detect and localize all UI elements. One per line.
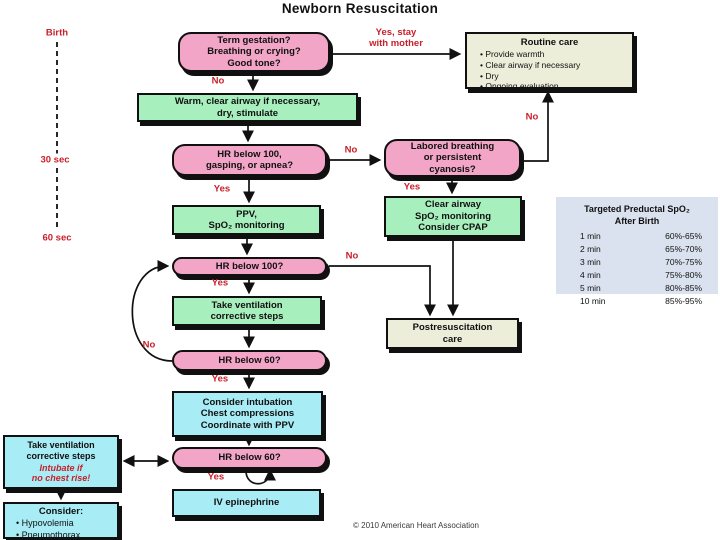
spo2-range: 85%-95% [665, 295, 702, 306]
label-yes-labored: Yes [403, 181, 421, 193]
labored-breathing-box: Labored breathing or persistent cyanosis… [384, 139, 521, 177]
label-no-hr100g: No [344, 144, 358, 156]
hr-below-60-second-box: HR below 60? [172, 447, 327, 469]
label-yes-hr100g: Yes [213, 183, 231, 195]
page-title: Newborn Resuscitation [281, 1, 439, 16]
spo2-time: 1 min [580, 230, 601, 241]
ventilation-corrective-intubate-text: Take ventilation corrective steps [26, 439, 96, 461]
routine-care-item: Clear airway if necessary [473, 60, 626, 71]
label-no-hr60a: No [142, 339, 156, 351]
spo2-table-row: 2 min 65%-70% [564, 242, 710, 255]
ventilation-corrective-intubate-box: Take ventilation corrective steps Intuba… [3, 435, 119, 489]
spo2-range: 75%-80% [665, 269, 702, 280]
routine-care-box: Routine care Provide warmth Clear airway… [465, 32, 634, 92]
label-no-labored: No [525, 111, 539, 123]
label-no-hr100: No [345, 250, 359, 262]
spo2-table-row: 3 min 70%-75% [564, 255, 710, 268]
label-yes-hr60a: Yes [211, 373, 229, 385]
timeline-60sec-label: 60 sec [40, 231, 74, 245]
arrow-labored-no-to-routine [523, 90, 554, 162]
warm-dry-stimulate-box: Warm, clear airway if necessary, dry, st… [137, 93, 358, 122]
ppv-spo2-monitoring-box: PPV, SpO₂ monitoring [172, 205, 321, 235]
hr-below-60-first-box: HR below 60? [172, 350, 327, 371]
routine-care-item: Dry [473, 71, 626, 82]
copyright-text: © 2010 American Heart Association [353, 521, 479, 530]
term-gestation-box: Term gestation? Breathing or crying? Goo… [178, 32, 330, 72]
ventilation-corrective-box: Take ventilation corrective steps [172, 296, 322, 326]
consider-title: Consider: [38, 506, 84, 517]
hr-below-100-box: HR below 100? [172, 257, 327, 276]
arrow-hr100-no-to-postres [329, 265, 436, 317]
hr-below-100-gasping-box: HR below 100, gasping, or apnea? [172, 144, 327, 176]
label-yes-stay-with-mother: Yes, stay with mother [369, 27, 423, 49]
spo2-table-row: 4 min 75%-80% [564, 268, 710, 281]
spo2-range: 65%-70% [665, 243, 702, 254]
spo2-table-title: Targeted Preductal SpO₂ [584, 204, 690, 214]
consider-hypovolemia-box: Consider: Hypovolemia Pneumothorax [3, 502, 119, 540]
spo2-table-subtitle: After Birth [614, 215, 660, 226]
label-yes-hr60b: Yes [207, 471, 225, 483]
spo2-time: 10 min [580, 295, 606, 306]
consider-item: Hypovolemia [9, 518, 113, 529]
spo2-table-row: 10 min 85%-95% [564, 294, 710, 307]
spo2-time: 5 min [580, 282, 601, 293]
label-yes-hr100: Yes [211, 277, 229, 289]
consider-item: Pneumothorax [9, 530, 113, 540]
spo2-range: 70%-75% [665, 256, 702, 267]
postresuscitation-box: Postresuscitation care [386, 318, 519, 349]
routine-care-item: Ongoing evaluation [473, 81, 626, 92]
label-no-term: No [211, 75, 225, 87]
spo2-time: 4 min [580, 269, 601, 280]
spo2-table-row: 5 min 80%-85% [564, 281, 710, 294]
spo2-target-table: Targeted Preductal SpO₂ After Birth 1 mi… [556, 197, 718, 306]
routine-care-title: Routine care [520, 37, 579, 48]
spo2-table-row: 1 min 60%-65% [564, 229, 710, 242]
clear-airway-cpap-box: Clear airway SpO₂ monitoring Consider CP… [384, 196, 522, 237]
intubate-warning-text: Intubate if no chest rise! [31, 462, 91, 484]
timeline-30sec-label: 30 sec [38, 153, 72, 167]
spo2-time: 3 min [580, 256, 601, 267]
timeline-birth-label: Birth [43, 26, 71, 40]
spo2-time: 2 min [580, 243, 601, 254]
routine-care-item: Provide warmth [473, 49, 626, 60]
spo2-range: 80%-85% [665, 282, 702, 293]
iv-epinephrine-box: IV epinephrine [172, 489, 321, 517]
arrow-hr60b-epinephrine-loop [245, 468, 276, 485]
spo2-range: 60%-65% [665, 230, 702, 241]
intubation-compressions-box: Consider intubation Chest compressions C… [172, 391, 323, 437]
